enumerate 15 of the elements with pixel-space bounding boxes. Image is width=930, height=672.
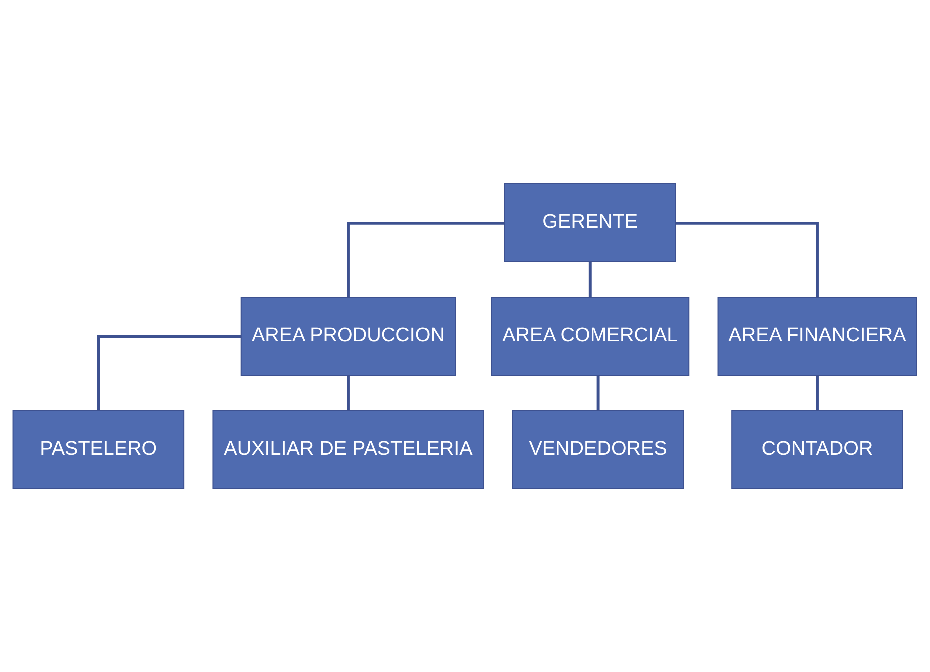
connector bbox=[347, 221, 505, 297]
connector bbox=[676, 221, 819, 297]
node-box: AREA PRODUCCION bbox=[240, 296, 456, 376]
node-box: PASTELERO bbox=[12, 410, 185, 490]
connector bbox=[347, 375, 350, 410]
node-box: AUXILIAR DE PASTELERIA bbox=[212, 410, 484, 490]
connector bbox=[588, 262, 592, 297]
connector bbox=[816, 375, 819, 410]
node-box: CONTADOR bbox=[732, 410, 904, 490]
node-box: AREA FINANCIERA bbox=[718, 296, 918, 376]
connector bbox=[97, 335, 242, 410]
node-box: VENDEDORES bbox=[512, 410, 684, 490]
connector bbox=[596, 375, 600, 410]
node-box: GERENTE bbox=[504, 182, 676, 262]
node-box: AREA COMERCIAL bbox=[491, 296, 690, 376]
